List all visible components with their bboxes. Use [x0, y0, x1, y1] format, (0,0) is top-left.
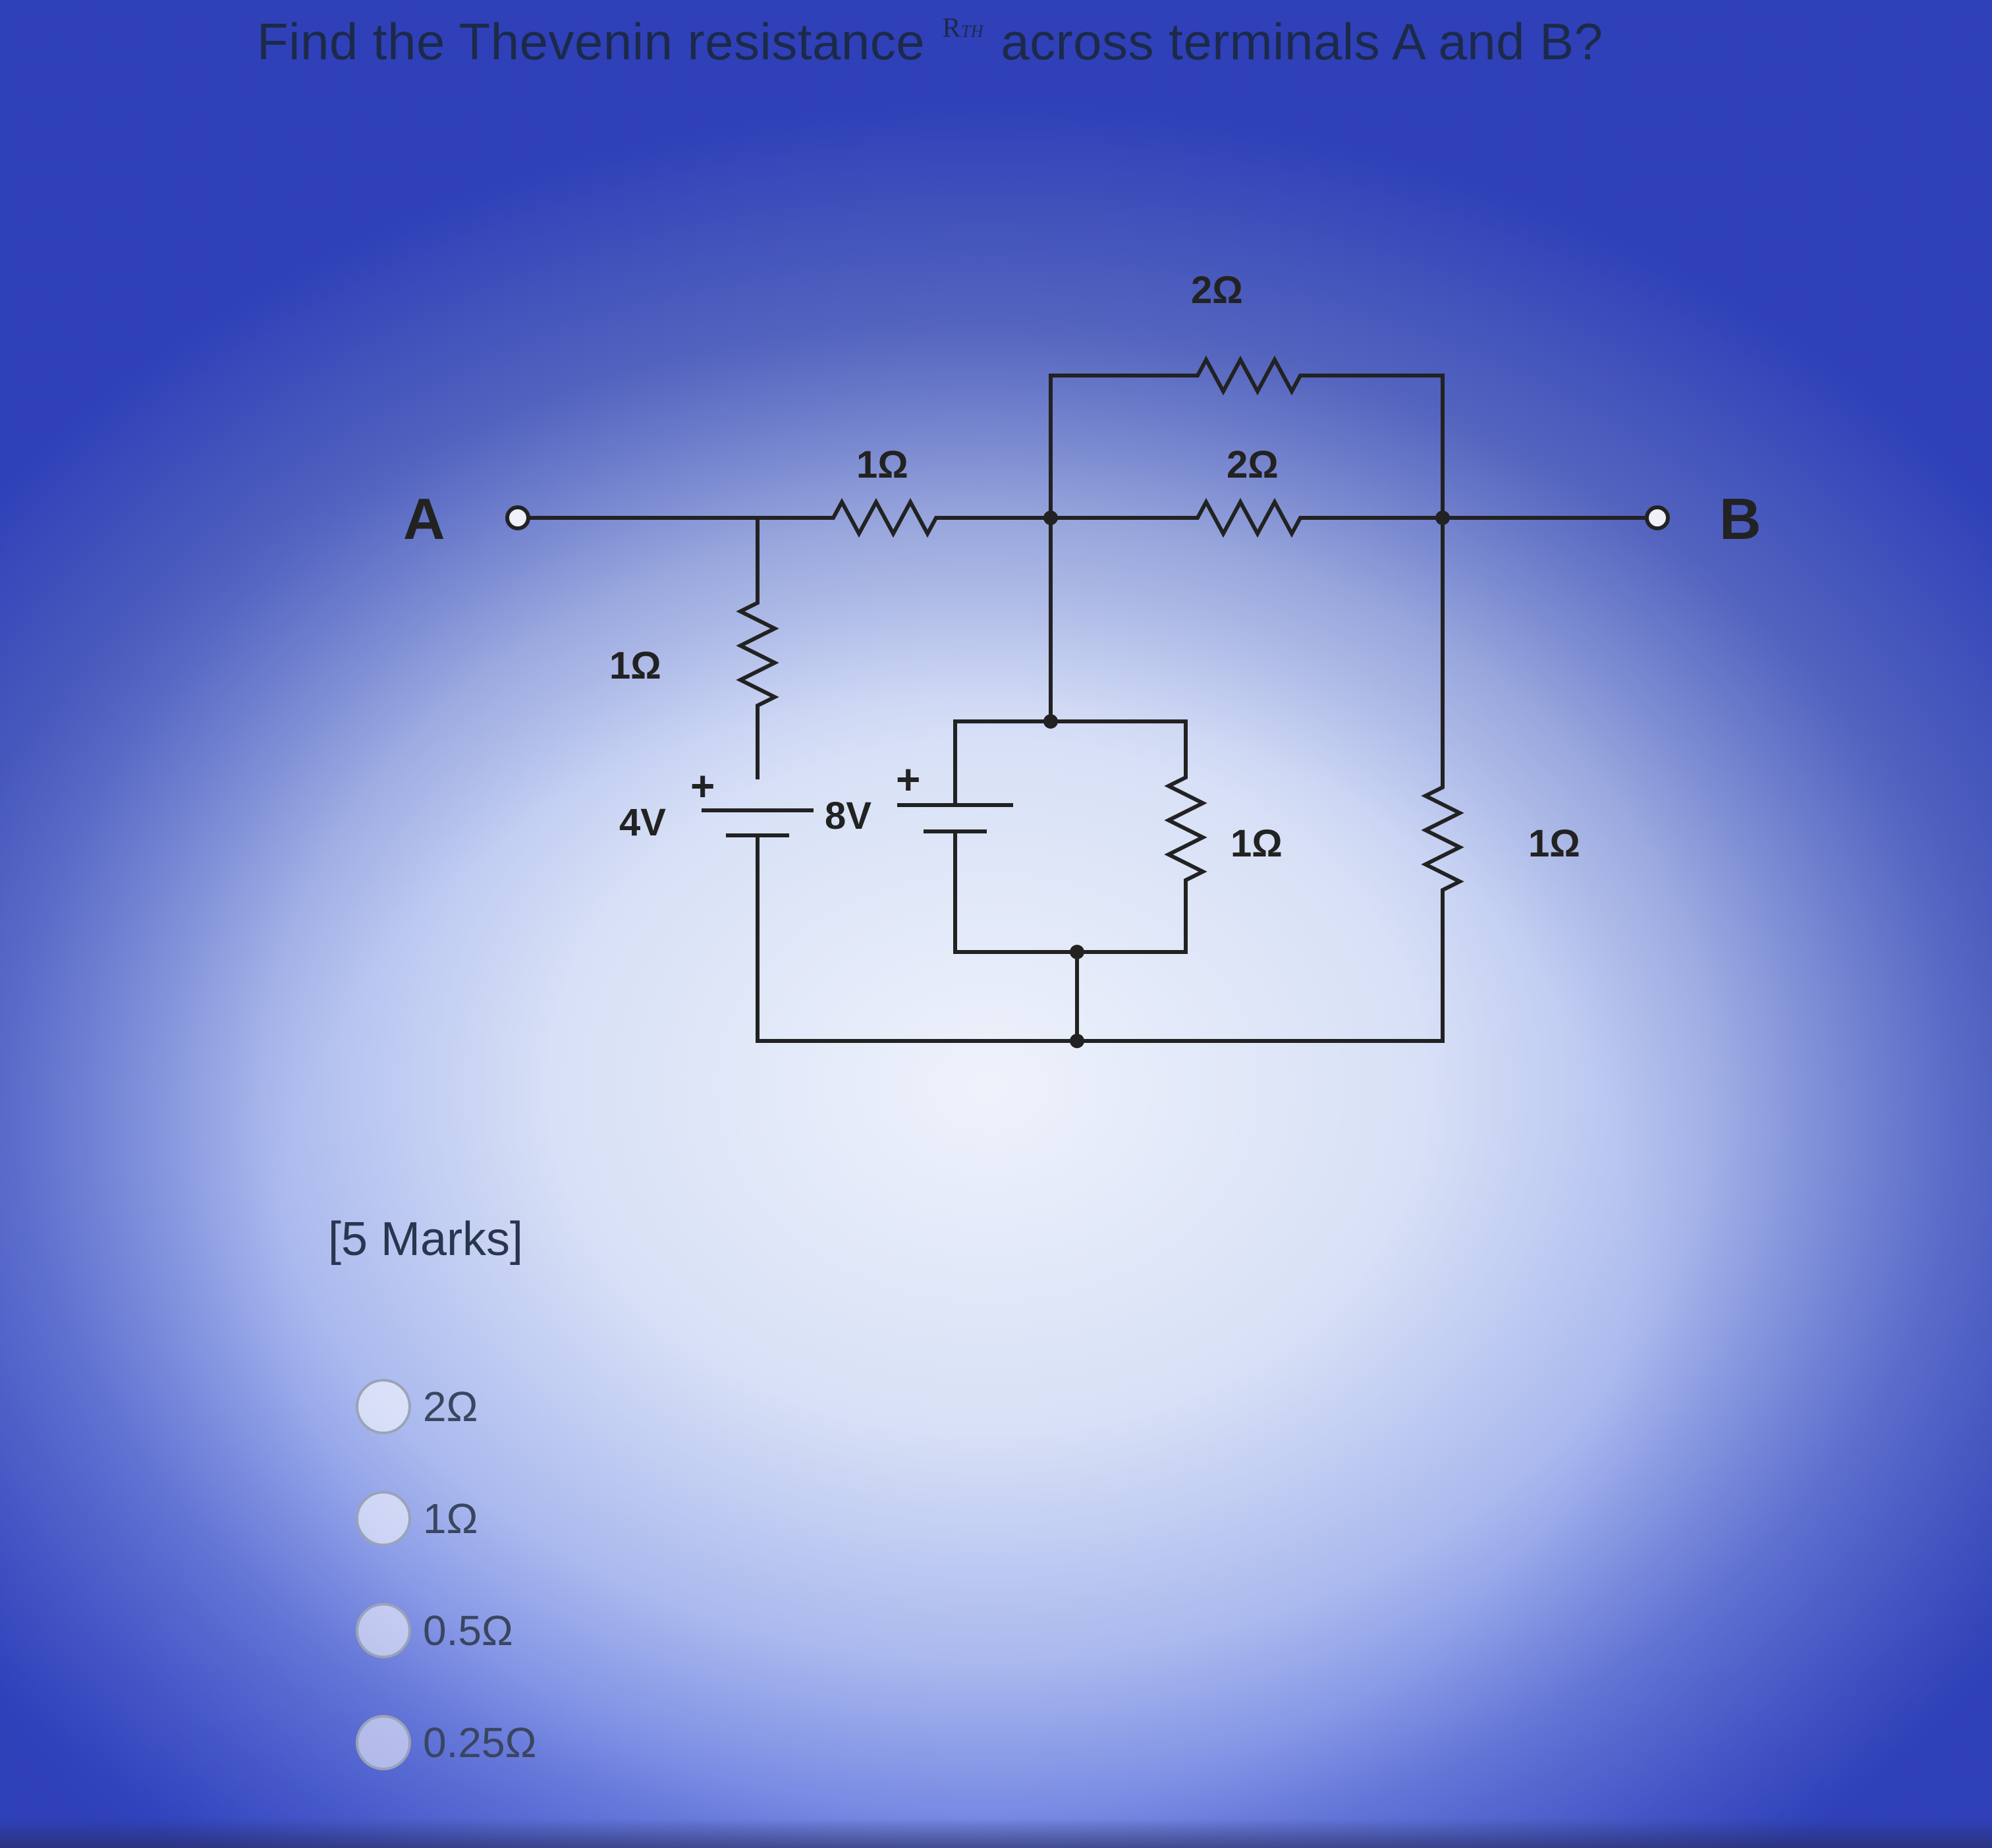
option-label: 2Ω: [423, 1383, 478, 1430]
junction-dot: [1070, 1034, 1084, 1048]
radio-button[interactable]: [356, 1379, 411, 1434]
radio-button[interactable]: [356, 1603, 411, 1658]
answer-option[interactable]: 0.5Ω: [356, 1575, 536, 1687]
junction-dot: [1043, 511, 1058, 525]
terminal-b-circle[interactable]: [1645, 505, 1670, 530]
question-text-before: Find the Thevenin resistance: [257, 13, 926, 70]
question-title: Find the Thevenin resistance RTH across …: [257, 12, 1603, 72]
label-source-4v: 4V: [619, 801, 666, 844]
wire-4v-to-bottom: [756, 833, 1079, 1043]
resistor-left-vertical: [736, 516, 779, 779]
marks-label: [5 Marks]: [328, 1213, 524, 1266]
answer-options: 2Ω 1Ω 0.5Ω 0.25Ω: [356, 1351, 536, 1799]
label-8v-plus: +: [896, 756, 920, 803]
resistor-middle-vertical: [1164, 719, 1207, 954]
junction-dot: [1435, 511, 1450, 525]
option-label: 0.5Ω: [423, 1607, 513, 1654]
terminal-a-circle[interactable]: [505, 505, 530, 530]
option-label: 0.25Ω: [423, 1719, 537, 1766]
label-4v-plus: +: [690, 762, 715, 810]
resistor-right-vertical: [1075, 516, 1464, 1043]
question-text-after: across terminals A and B?: [1001, 13, 1603, 70]
resistor-parallel-upper: [1049, 355, 1445, 520]
label-r-right-vertical: 1Ω: [1528, 822, 1580, 865]
answer-option[interactable]: 1Ω: [356, 1463, 536, 1575]
label-r-upper-parallel: 2Ω: [1191, 269, 1243, 312]
terminal-b-label: B: [1719, 486, 1761, 551]
junction-dot: [1070, 945, 1084, 959]
label-source-8v: 8V: [825, 795, 872, 837]
label-r-series-top: 1Ω: [856, 443, 908, 486]
junction-dot: [1043, 714, 1058, 729]
answer-option[interactable]: 2Ω: [356, 1351, 536, 1463]
rth-symbol: RTH: [942, 13, 984, 43]
label-r-left-vertical: 1Ω: [609, 644, 661, 687]
wire-inner-loop-bottom: [953, 829, 1188, 954]
circuit-diagram: A B 2Ω 2Ω 1Ω 1Ω 4V + 8V + 1Ω 1Ω: [403, 269, 1761, 1048]
terminal-a-label: A: [403, 486, 445, 551]
resistor-series-top: [756, 497, 1053, 538]
option-label: 1Ω: [423, 1495, 478, 1542]
resistor-parallel-lower: [1049, 497, 1445, 538]
screen-bottom-edge: [0, 1818, 1992, 1848]
label-r-middle-vertical: 1Ω: [1231, 822, 1283, 865]
label-r-lower-parallel: 2Ω: [1227, 443, 1279, 486]
answer-option[interactable]: 0.25Ω: [356, 1687, 536, 1799]
radio-button[interactable]: [356, 1715, 411, 1770]
radio-button[interactable]: [356, 1491, 411, 1546]
